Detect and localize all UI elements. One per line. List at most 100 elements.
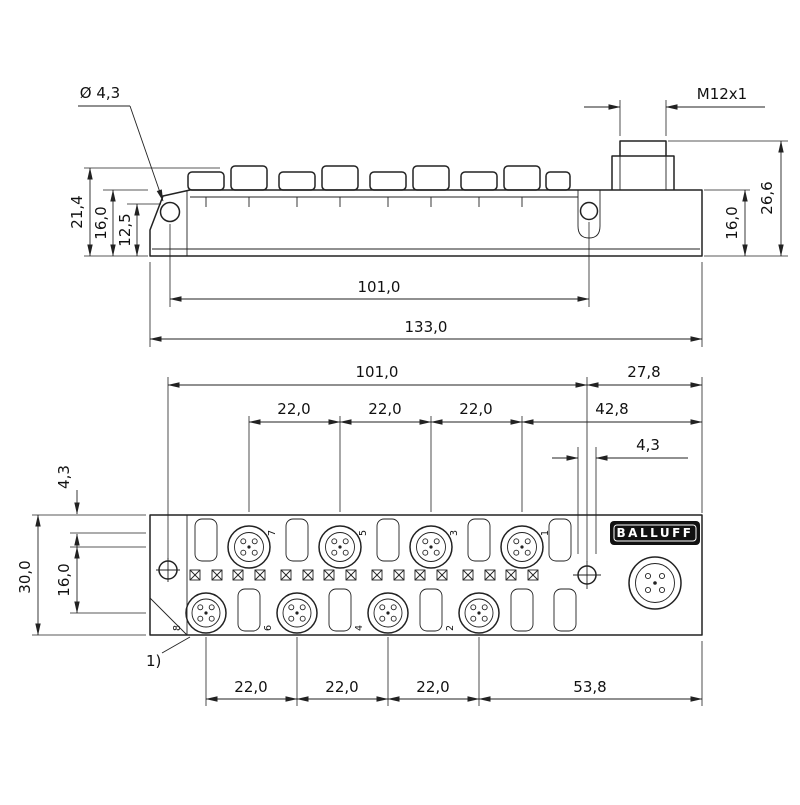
side-mounting-hole-right — [579, 201, 599, 221]
logo-plate — [610, 521, 700, 545]
m12-flange — [611, 155, 675, 190]
led-cross — [371, 569, 383, 581]
blank-slot-top — [285, 518, 309, 562]
dim-bottom-pitch-2: 22,0 — [325, 678, 358, 696]
port-pin — [331, 538, 338, 545]
leader-line — [129, 105, 164, 202]
port-pin — [513, 549, 520, 556]
m12-port — [458, 592, 500, 634]
port-pin — [251, 549, 258, 556]
port-pin — [288, 604, 295, 611]
led-cross — [527, 569, 539, 581]
port-bump — [230, 165, 268, 191]
led-square — [436, 569, 448, 581]
blank-slot-top — [194, 518, 218, 562]
note-leader — [161, 636, 191, 654]
port-center-pin — [247, 545, 251, 549]
port-inner-ring — [325, 532, 355, 562]
thread-label: M12x1 — [697, 85, 747, 103]
port-bump — [187, 171, 225, 191]
port-outer-ring — [367, 592, 409, 634]
port-bump — [545, 171, 571, 191]
port-outer-ring — [276, 592, 318, 634]
port-pin — [422, 538, 429, 545]
led-cross — [323, 569, 335, 581]
port-pin — [470, 615, 477, 622]
dim-right-body-height: 16,0 — [723, 206, 741, 239]
brand-logo: BALLUFF — [617, 526, 694, 540]
led-square — [323, 569, 335, 581]
m12-port — [409, 525, 453, 569]
led-cross — [393, 569, 405, 581]
port-pin — [342, 538, 349, 545]
dim-top-offset: 4,3 — [55, 465, 73, 489]
port-pin — [390, 615, 397, 622]
blank-slot-bottom — [237, 588, 261, 632]
port-number: 1 — [540, 530, 551, 536]
side-body-outline — [149, 189, 703, 257]
port-center-pin — [520, 545, 524, 549]
led-square — [254, 569, 266, 581]
port-outer-ring — [318, 525, 362, 569]
port-number: 8 — [172, 625, 183, 631]
port-outer-ring — [227, 525, 271, 569]
m12-port — [276, 592, 318, 634]
port-outer-ring — [458, 592, 500, 634]
led-square — [527, 569, 539, 581]
port-inner-ring — [234, 532, 264, 562]
m12-port — [185, 592, 227, 634]
dim-hole-dia-front: 4,3 — [636, 436, 660, 454]
led-cross — [414, 569, 426, 581]
front-chamfer — [149, 597, 188, 636]
port-number: 3 — [449, 530, 460, 536]
port-pin — [240, 538, 247, 545]
front-m12-connector-outer — [628, 556, 682, 610]
side-mounting-hole — [159, 201, 181, 223]
led-square — [345, 569, 357, 581]
port-pin — [433, 549, 440, 556]
port-inner-ring — [507, 532, 537, 562]
port-outer-ring — [185, 592, 227, 634]
m12-port — [318, 525, 362, 569]
led-cross — [462, 569, 474, 581]
dim-hole-spacing-front: 101,0 — [356, 363, 399, 381]
port-inner-ring — [373, 598, 403, 628]
port-bump — [460, 171, 498, 191]
dim-port-pitch-3: 22,0 — [459, 400, 492, 418]
port-outer-ring — [500, 525, 544, 569]
port-number: 5 — [358, 530, 369, 536]
port-outer-ring — [409, 525, 453, 569]
port-pin — [288, 615, 295, 622]
port-pin — [379, 615, 386, 622]
logo-border — [613, 524, 697, 542]
m12-port — [500, 525, 544, 569]
port-inner-ring — [464, 598, 494, 628]
dim-total-height: 21,4 — [68, 195, 86, 228]
dim-port-pitch-2: 22,0 — [368, 400, 401, 418]
led-square — [505, 569, 517, 581]
port-pin — [470, 604, 477, 611]
front-body-outline — [149, 514, 703, 636]
blank-slots — [194, 518, 577, 632]
led-cross — [345, 569, 357, 581]
port-inner-ring — [191, 598, 221, 628]
port-bump — [369, 171, 407, 191]
led-cross — [280, 569, 292, 581]
port-pin — [240, 549, 247, 556]
port-number: 2 — [445, 625, 456, 631]
port-bump — [412, 165, 450, 191]
port-pin — [299, 615, 306, 622]
blank-slot-bottom — [553, 588, 577, 632]
blank-slot-top — [467, 518, 491, 562]
blank-slot-bottom — [419, 588, 443, 632]
port-bump — [321, 165, 359, 191]
led-square — [189, 569, 201, 581]
port-pin — [379, 604, 386, 611]
dim-row-spacing: 16,0 — [55, 563, 73, 596]
blank-slot-top — [548, 518, 572, 562]
led-cross — [484, 569, 496, 581]
led-cross — [302, 569, 314, 581]
port-pin — [524, 549, 531, 556]
port-pin — [208, 615, 215, 622]
